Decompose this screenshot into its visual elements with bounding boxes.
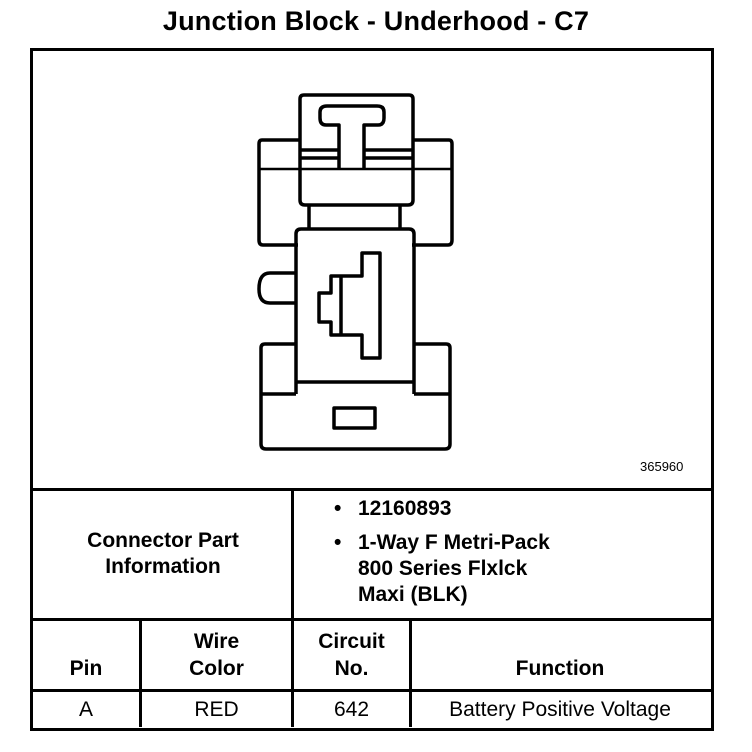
lower-wing-left xyxy=(259,342,296,394)
header-text: Pin xyxy=(69,657,103,680)
label-line: Information xyxy=(105,555,221,578)
main-body-outline xyxy=(294,227,416,382)
part-number: 12160893 xyxy=(358,497,452,520)
connector-table-frame xyxy=(30,48,714,731)
bullet-icon: • xyxy=(334,497,342,520)
header-circuit-no: Circuit No. xyxy=(294,628,409,682)
header-text: Color xyxy=(189,657,244,680)
label-line: Connector Part xyxy=(87,529,239,552)
base-slot xyxy=(332,406,377,430)
description-line: 800 Series Flxlck xyxy=(358,557,528,580)
cell-function: Battery Positive Voltage xyxy=(449,698,671,721)
divider-line xyxy=(291,488,294,727)
connector-description-item: • 1-Way F Metri-Pack 800 Series Flxlck M… xyxy=(334,530,550,608)
header-pin: Pin xyxy=(33,655,139,682)
header-text: Function xyxy=(515,657,605,680)
terminal-cavity xyxy=(317,251,382,360)
upper-wing-left xyxy=(257,138,300,247)
upper-wing-right xyxy=(412,138,454,247)
latch-housing-outline xyxy=(298,93,415,207)
connector-part-info-label: Connector Part Information xyxy=(33,528,293,580)
cell-circuit-no: 642 xyxy=(333,698,370,721)
cell-wire-color: RED xyxy=(194,698,239,721)
page-title: Junction Block - Underhood - C7 xyxy=(162,6,590,36)
bullet-icon: • xyxy=(334,531,342,554)
header-text: No. xyxy=(334,657,369,680)
connector-part-info-list: • 12160893 • 1-Way F Metri-Pack 800 Seri… xyxy=(334,496,550,616)
cell-pin: A xyxy=(78,698,93,721)
divider-line xyxy=(30,618,711,621)
description-line: Maxi (BLK) xyxy=(358,583,468,606)
divider-line xyxy=(409,618,412,727)
description-line: 1-Way F Metri-Pack xyxy=(358,531,550,554)
divider-line xyxy=(30,689,711,692)
divider-line xyxy=(139,618,142,727)
header-text: Circuit xyxy=(318,630,385,653)
latch-tab xyxy=(318,104,386,169)
connector-face-drawing xyxy=(257,93,454,451)
header-wire-color: Wire Color xyxy=(142,628,291,682)
side-tab xyxy=(257,271,296,305)
reference-number: 365960 xyxy=(640,459,684,474)
header-function: Function xyxy=(412,655,708,682)
divider-line xyxy=(30,488,711,491)
part-number-item: • 12160893 xyxy=(334,496,550,522)
header-text: Wire xyxy=(193,630,240,653)
base-outline xyxy=(259,394,452,451)
lower-wing-right xyxy=(414,342,452,394)
